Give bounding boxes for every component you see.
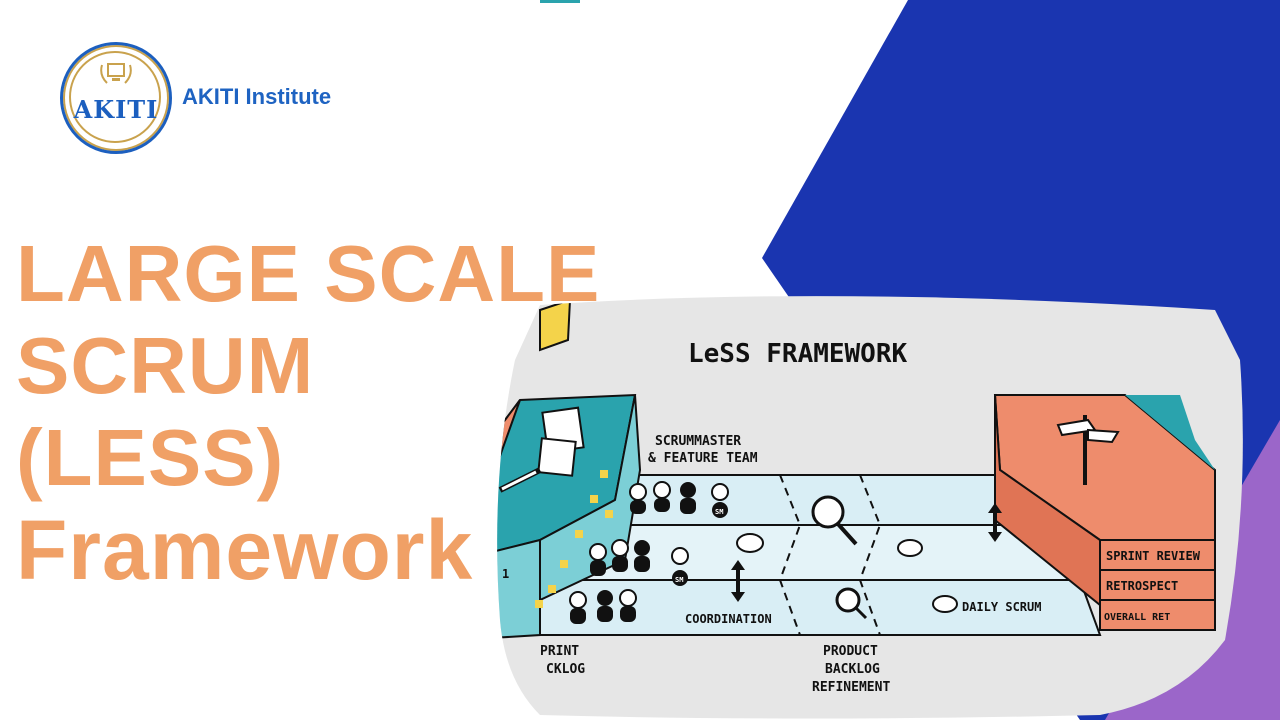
label-product: PRODUCT [823, 644, 878, 659]
logo-text: AKITI [73, 95, 159, 124]
title-line-3: (LESS) [16, 413, 285, 502]
label-sm-2: SM [675, 576, 683, 584]
computer-emblem-icon [100, 63, 132, 84]
label-sm-1: SM [715, 508, 723, 516]
label-sprint-backlog: CKLOG [546, 662, 585, 677]
label-refinement: REFINEMENT [812, 680, 890, 695]
magnifier-icon [811, 495, 845, 529]
label-retrospective: RETROSPECT [1106, 579, 1178, 593]
label-coordination: COORDINATION [685, 612, 772, 626]
top-accent-line [540, 0, 580, 3]
team-people [569, 481, 729, 624]
brand-name: AKITI Institute [182, 84, 332, 109]
label-backlog: BACKLOG [825, 662, 880, 677]
title-line-2: SCRUM [16, 321, 315, 410]
label-daily-scrum: DAILY SCRUM [962, 600, 1041, 614]
title-line-1: LARGE SCALE [16, 229, 601, 318]
akiti-logo: AKITI [60, 42, 172, 154]
label-number: 1 [502, 567, 509, 581]
magnifier-icon-small [835, 587, 861, 613]
label-feature-team: & FEATURE TEAM [648, 451, 758, 466]
label-sprint-review: SPRINT REVIEW [1106, 549, 1201, 563]
logo-ring [69, 51, 161, 143]
title-line-4: Framework [16, 503, 474, 597]
illustration-heading: LeSS FRAMEWORK [688, 339, 907, 369]
label-scrummaster: SCRUMMASTER [655, 434, 741, 449]
label-overall-retro: OVERALL RET [1104, 612, 1170, 623]
label-sprint: PRINT [540, 644, 579, 659]
main-title: LARGE SCALE SCRUM (LESS) Framework [16, 228, 600, 596]
